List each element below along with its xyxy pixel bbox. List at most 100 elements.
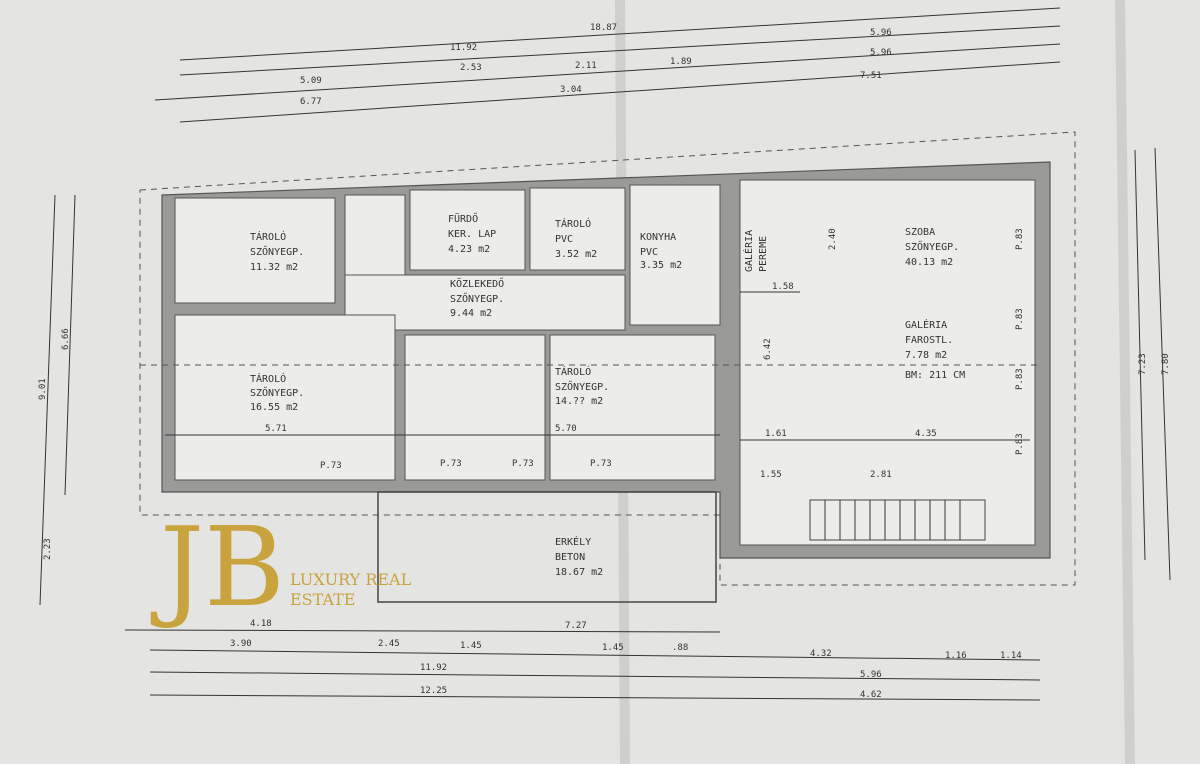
- dim-label: 7.51: [860, 71, 882, 81]
- svg-text:JB: JB: [150, 503, 285, 631]
- svg-text:P.73: P.73: [320, 461, 342, 471]
- svg-text:SZŐNYEGP.: SZŐNYEGP.: [555, 379, 609, 393]
- svg-text:3.52 m2: 3.52 m2: [555, 249, 597, 260]
- dim-label: 5.96: [870, 28, 892, 38]
- room-kitchen: KONYHA PVC 3.35 m2: [640, 232, 682, 271]
- svg-text:9.44 m2: 9.44 m2: [450, 308, 492, 319]
- svg-text:1.45: 1.45: [460, 641, 482, 651]
- svg-text:P.73: P.73: [590, 459, 612, 469]
- svg-text:.88: .88: [672, 643, 688, 653]
- top-dimensions: 18.87 11.92 5.96 5.96 5.09 2.53 2.11 1.8…: [154, 7, 1061, 123]
- svg-text:FÜRDŐ: FÜRDŐ: [448, 211, 478, 225]
- svg-text:2.81: 2.81: [870, 470, 892, 480]
- svg-text:SZOBA: SZOBA: [905, 227, 935, 238]
- svg-text:P.83: P.83: [1015, 308, 1025, 330]
- room-storage-2: TÁROLÓ PVC 3.52 m2: [555, 217, 597, 260]
- svg-text:4.18: 4.18: [250, 619, 272, 629]
- left-dimensions: 9.01 6.66 2.23: [38, 194, 76, 606]
- svg-text:6.66: 6.66: [61, 328, 71, 350]
- svg-text:P.83: P.83: [1015, 228, 1025, 250]
- dim-label: 18.87: [590, 23, 617, 33]
- svg-text:BETON: BETON: [555, 552, 585, 563]
- svg-text:ERKÉLY: ERKÉLY: [555, 535, 591, 548]
- dim-label: 5.09: [300, 76, 322, 86]
- svg-text:40.13 m2: 40.13 m2: [905, 257, 953, 268]
- window-labels: P.73 P.73 P.73 P.73 P.83 P.83 P.83 P.83: [320, 228, 1025, 471]
- room-storage-3: TÁROLÓ SZŐNYEGP. 16.55 m2: [250, 372, 304, 413]
- svg-text:SZŐNYEGP.: SZŐNYEGP.: [250, 244, 304, 258]
- paper-fold: [1115, 0, 1135, 764]
- svg-text:PEREME: PEREME: [758, 236, 769, 272]
- balcony: [377, 491, 717, 603]
- svg-text:PVC: PVC: [640, 247, 658, 258]
- svg-text:7.27: 7.27: [565, 621, 587, 631]
- svg-text:7.80: 7.80: [1161, 353, 1171, 375]
- svg-text:TÁROLÓ: TÁROLÓ: [250, 230, 286, 243]
- room-balcony: ERKÉLY BETON 18.67 m2: [555, 535, 603, 578]
- svg-text:11.92: 11.92: [420, 663, 447, 673]
- svg-text:16.55 m2: 16.55 m2: [250, 402, 298, 413]
- svg-text:9.01: 9.01: [38, 378, 48, 400]
- room-storage-4: TÁROLÓ SZŐNYEGP. 14.?? m2: [555, 365, 609, 407]
- svg-text:5.70: 5.70: [555, 424, 577, 434]
- building: [161, 161, 1051, 559]
- svg-text:P.73: P.73: [512, 459, 534, 469]
- svg-text:5.96: 5.96: [860, 670, 882, 680]
- dim-label: 5.96: [870, 48, 892, 58]
- room-main: SZOBA SZŐNYEGP. 40.13 m2: [905, 227, 959, 268]
- svg-text:LUXURY REAL: LUXURY REAL: [290, 570, 412, 589]
- svg-text:11.32 m2: 11.32 m2: [250, 262, 298, 273]
- svg-text:4.62: 4.62: [860, 690, 882, 700]
- svg-text:2.40: 2.40: [828, 228, 838, 250]
- room-storage-1: TÁROLÓ SZŐNYEGP. 11.32 m2: [250, 230, 304, 273]
- svg-text:1.45: 1.45: [602, 643, 624, 653]
- svg-text:2.45: 2.45: [378, 639, 400, 649]
- watermark-logo: JB LUXURY REAL ESTATE: [150, 503, 412, 631]
- inner-dimensions: 1.58 2.40 6.42 1.61 4.35 5.71 5.70 2.81 …: [165, 228, 1030, 480]
- svg-text:4.32: 4.32: [810, 649, 832, 659]
- svg-text:1.14: 1.14: [1000, 651, 1022, 661]
- svg-text:14.?? m2: 14.?? m2: [555, 396, 603, 407]
- svg-text:PVC: PVC: [555, 234, 573, 245]
- svg-text:TÁROLÓ: TÁROLÓ: [555, 365, 591, 378]
- right-dimensions: 7.23 7.80: [1134, 147, 1171, 581]
- svg-text:SZŐNYEGP.: SZŐNYEGP.: [250, 385, 304, 399]
- svg-text:KER. LAP: KER. LAP: [448, 229, 496, 240]
- svg-text:SZŐNYEGP.: SZŐNYEGP.: [905, 239, 959, 253]
- svg-text:3.35 m2: 3.35 m2: [640, 260, 682, 271]
- svg-text:1.61: 1.61: [765, 429, 787, 439]
- dim-label: 6.77: [300, 97, 322, 107]
- svg-text:12.25: 12.25: [420, 686, 447, 696]
- svg-text:SZŐNYEGP.: SZŐNYEGP.: [450, 291, 504, 305]
- svg-text:KONYHA: KONYHA: [640, 232, 676, 243]
- svg-text:TÁROLÓ: TÁROLÓ: [250, 372, 286, 385]
- svg-text:7.23: 7.23: [1138, 353, 1148, 375]
- bottom-dimensions: 4.18 7.27 3.90 2.45 1.45 1.45 .88 4.32 1…: [124, 619, 1041, 701]
- svg-text:4.23 m2: 4.23 m2: [448, 244, 490, 255]
- svg-text:KÖZLEKEDŐ: KÖZLEKEDŐ: [450, 276, 504, 290]
- svg-text:ESTATE: ESTATE: [290, 590, 355, 609]
- svg-text:TÁROLÓ: TÁROLÓ: [555, 217, 591, 230]
- room-gallery: GALÉRIA FAROSTL. 7.78 m2 BM: 211 CM: [905, 318, 965, 381]
- svg-text:7.78 m2: 7.78 m2: [905, 350, 947, 361]
- room-hall: KÖZLEKEDŐ SZŐNYEGP. 9.44 m2: [450, 276, 504, 319]
- svg-text:2.23: 2.23: [43, 538, 53, 560]
- dim-label: 2.53: [460, 63, 482, 73]
- dim-label: 11.92: [450, 43, 477, 53]
- svg-text:P.73: P.73: [440, 459, 462, 469]
- dim-label: 1.89: [670, 57, 692, 67]
- svg-text:P.83: P.83: [1015, 368, 1025, 390]
- room-bath: FÜRDŐ KER. LAP 4.23 m2: [448, 211, 496, 255]
- gallery-edge-label: GALÉRIA PEREME: [742, 230, 769, 272]
- svg-text:GALÉRIA: GALÉRIA: [742, 230, 755, 272]
- svg-text:4.35: 4.35: [915, 429, 937, 439]
- svg-text:18.67 m2: 18.67 m2: [555, 567, 603, 578]
- dim-label: 3.04: [560, 85, 582, 95]
- svg-text:P.83: P.83: [1015, 433, 1025, 455]
- stairs: [809, 499, 986, 541]
- svg-text:1.58: 1.58: [772, 282, 794, 292]
- svg-text:6.42: 6.42: [763, 338, 773, 360]
- svg-text:GALÉRIA: GALÉRIA: [905, 318, 947, 331]
- svg-text:5.71: 5.71: [265, 424, 287, 434]
